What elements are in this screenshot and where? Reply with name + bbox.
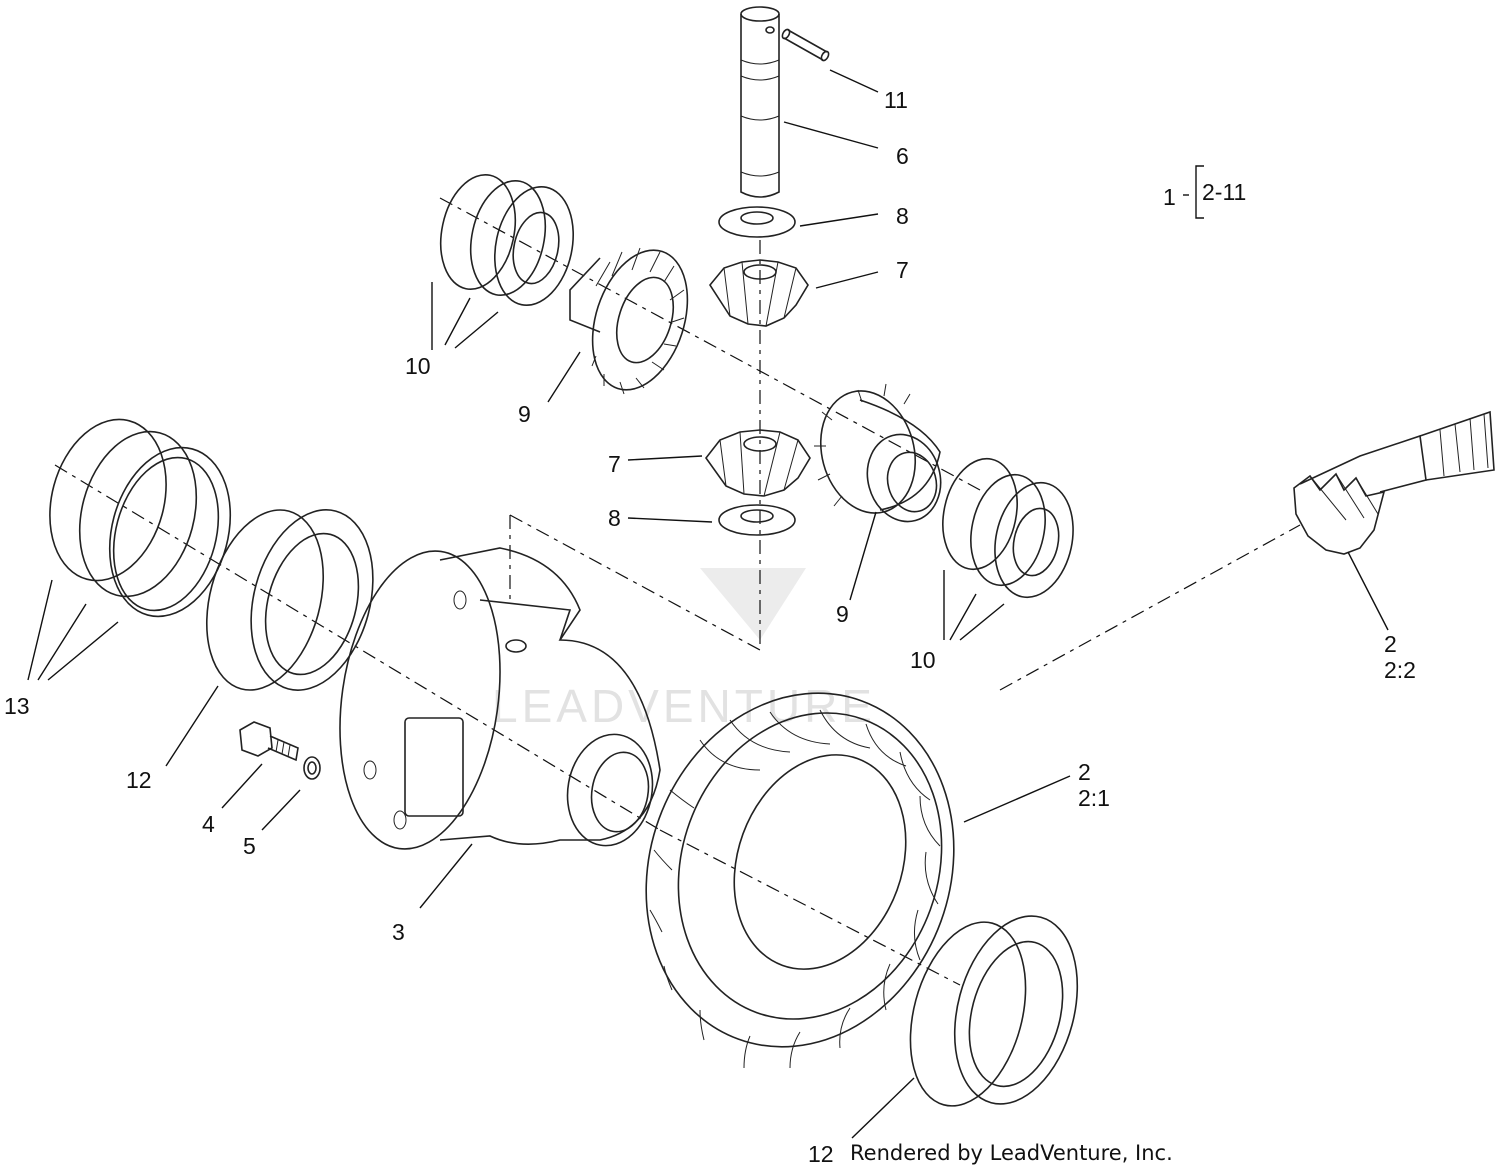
bearing-right: [909, 915, 1079, 1107]
callout-8-lower: 8: [608, 505, 621, 531]
lock-washer-part: [303, 756, 321, 780]
callout-12-left: 12: [126, 767, 152, 793]
callout-7-upper: 7: [896, 257, 909, 283]
side-gear-lower: [814, 383, 942, 523]
callout-13: 13: [4, 693, 30, 719]
callout-10-lower: 10: [910, 647, 936, 673]
callout-11: 11: [884, 87, 908, 113]
drive-pinion-shaft: [1293, 410, 1495, 555]
friction-discs-upper: [439, 173, 575, 307]
thrust-washer-lower: [718, 504, 796, 536]
callout-2-ring: 2: [1078, 759, 1091, 785]
callout-1: 1: [1163, 184, 1176, 210]
watermark-text: LEADVENTURE: [492, 680, 876, 732]
bolt-part: [239, 721, 299, 762]
side-gear-upper: [569, 247, 689, 395]
callout-5: 5: [243, 833, 256, 859]
leader-lines: [27, 69, 1389, 1139]
shim-rings: [49, 418, 232, 618]
callout-6: 6: [896, 143, 909, 169]
callout-7-lower: 7: [608, 451, 621, 477]
callout-2-ring-sub: 2:1: [1078, 785, 1110, 811]
ring-gear: [645, 692, 955, 1069]
pinion-gear-lower: [705, 429, 811, 497]
callout-3: 3: [392, 919, 405, 945]
thrust-washer-upper: [718, 206, 796, 238]
callout-8-upper: 8: [896, 203, 909, 229]
roll-pin-part: [781, 28, 830, 62]
callout-10-upper: 10: [405, 353, 431, 379]
friction-discs-lower: [942, 457, 1074, 599]
credit-text: Rendered by LeadVenture, Inc.: [850, 1141, 1173, 1165]
callout-2-pinion-sub: 2:2: [1384, 657, 1416, 683]
centerlines: [54, 197, 1301, 986]
callout-9-upper: 9: [518, 401, 531, 427]
pinion-gear-upper: [709, 259, 809, 327]
callout-4: 4: [202, 811, 215, 837]
callout-1-range: 2-11: [1202, 179, 1246, 205]
callout-12-right: 12: [808, 1141, 834, 1167]
callout-9-lower: 9: [836, 601, 849, 627]
callout-2-pinion: 2: [1384, 631, 1397, 657]
cross-shaft-part: [740, 6, 780, 198]
bearing-left: [205, 509, 374, 691]
differential-case: [339, 547, 661, 850]
watermark: LEADVENTURE: [492, 568, 876, 732]
callout-labels: 11 6 8 7 1 2-11 10 9 7 8 9 10 2 2:2 13 1…: [4, 87, 1416, 1167]
